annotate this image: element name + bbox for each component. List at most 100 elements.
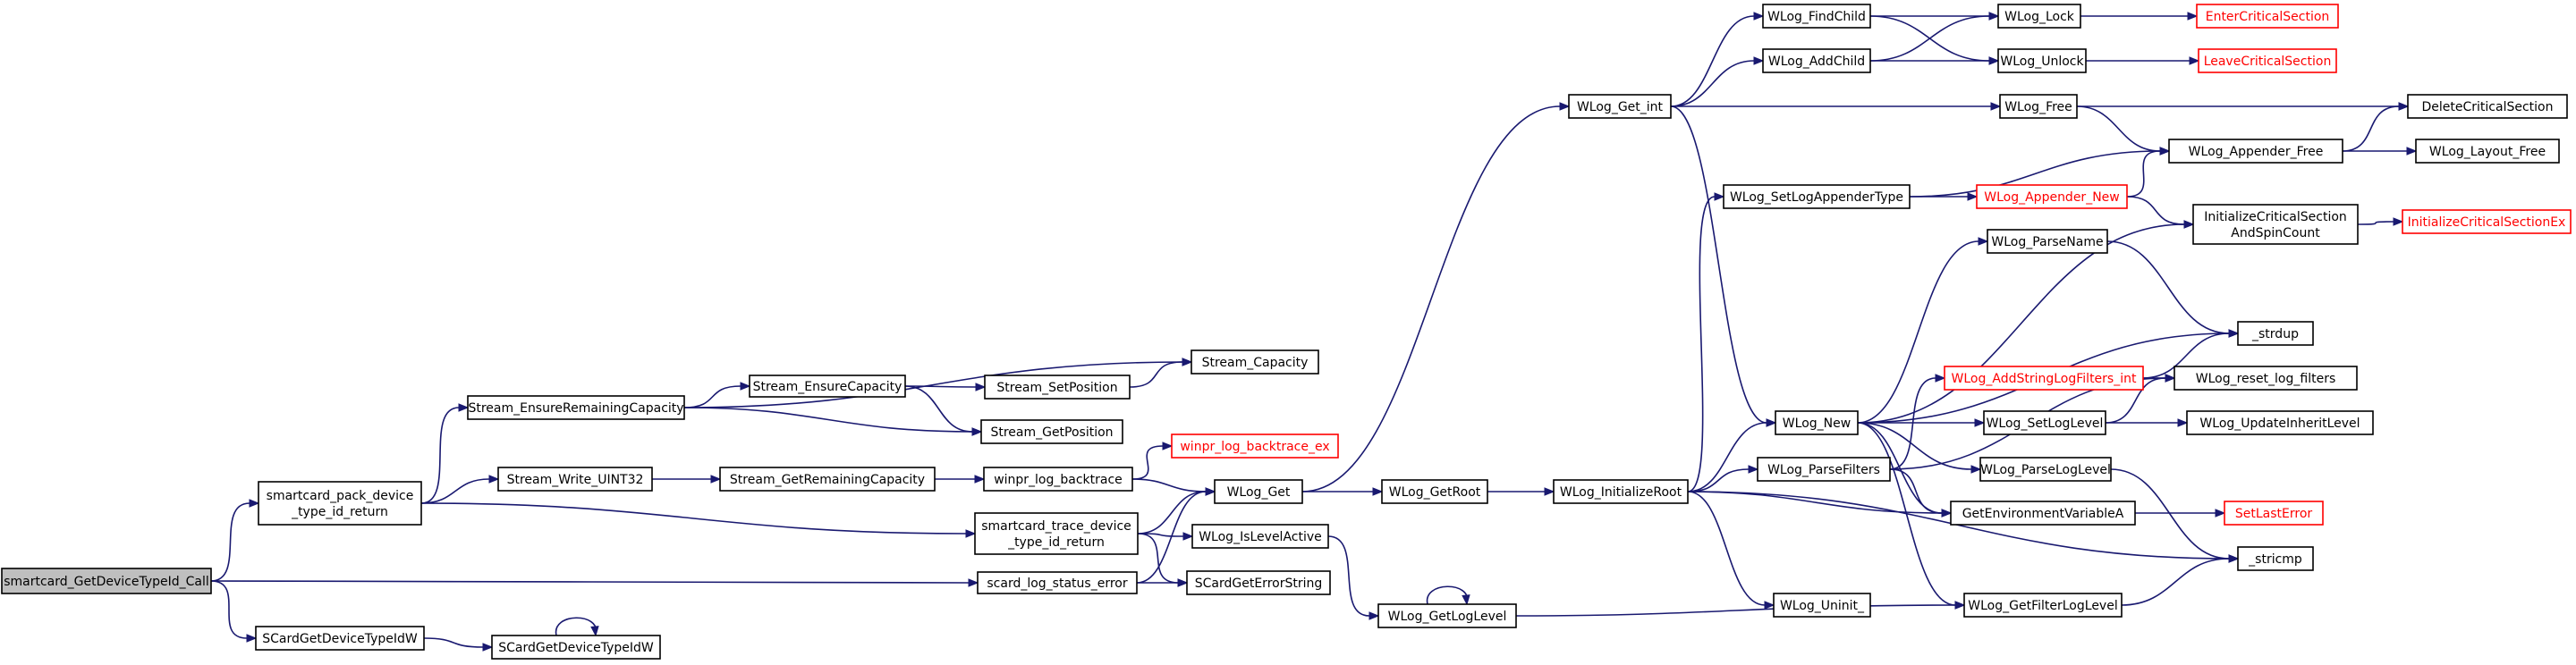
edge-arrowhead [1764,601,1775,610]
edge-line [210,580,970,584]
node-swu32[interactable]: Stream_Write_UINT32 [497,467,653,492]
node-label: WLog_SetLogAppenderType [1730,190,1903,205]
node-serc[interactable]: Stream_EnsureRemainingCapacity [467,395,685,420]
edge-arrowhead [1978,237,1989,246]
node-wlbt[interactable]: winpr_log_backtrace [983,467,1133,492]
node-box [1950,501,2136,526]
node-root[interactable]: smartcard_GetDeviceTypeId_Call [1,568,212,594]
node-label: smartcard_trace_device [981,519,1131,534]
edge-line [1327,535,1370,617]
node-label: WLog_New [1783,417,1851,431]
node-slse[interactable]: scard_log_status_error [977,571,1138,594]
node-label: WLog_ParseFilters [1767,463,1880,477]
node-strdup[interactable]: _strdup [2237,321,2314,346]
node-sgrc[interactable]: Stream_GetRemainingCapacity [719,467,936,492]
edge-line [1129,361,1183,388]
node-box [2407,94,2568,119]
node-wlinitroot[interactable]: WLog_InitializeRoot [1553,479,1689,504]
edge-arrowhead [971,427,983,436]
node-wlaslf[interactable]: WLog_AddStringLogFilters_int [1944,366,2144,391]
node-label: DeleteCriticalSection [2422,100,2554,114]
node-box [1944,366,2144,391]
node-scap[interactable]: Stream_Capacity [1191,349,1319,375]
edge-line [1857,223,2185,424]
node-wlrlf[interactable]: WLog_reset_log_filters [2174,366,2358,391]
node-box [1191,524,1329,549]
node-wlan[interactable]: WLog_Appender_New [1976,184,2128,209]
node-label: WLog_GetLogLevel [1388,610,1507,624]
edge-arrowhead [965,529,977,538]
call-edges [210,12,2418,652]
node-wlgetint[interactable]: WLog_Get_int [1568,94,1672,119]
node-label: WLog_IsLevelActive [1199,530,1322,544]
node-icsex[interactable]: InitializeCriticalSectionEx [2402,209,2572,234]
node-sgp[interactable]: Stream_GetPosition [980,419,1123,444]
edge-wladdchild-to-wlunlock [1870,56,2000,65]
node-scgdti2[interactable]: SCardGetDeviceTypeIdW [491,635,661,660]
node-scges[interactable]: SCardGetErrorString [1186,570,1331,595]
node-ecs[interactable]: EnterCriticalSection [2196,4,2339,29]
edge-arrowhead [458,403,470,412]
node-label: WLog_Layout_Free [2429,145,2546,159]
node-wlaf[interactable]: WLog_Appender_Free [2168,139,2343,164]
edge-line [1687,491,1766,606]
node-wlgetroot[interactable]: WLog_GetRoot [1381,479,1488,504]
edge-wlgfl-to-stricmp [2121,554,2240,606]
edge-arrowhead [1372,487,1384,496]
edge-wlslat-to-wlan [1910,192,1979,201]
node-wladdchild[interactable]: WLog_AddChild [1762,48,1871,73]
node-stricmp[interactable]: _stricmp [2237,546,2314,571]
node-wllock[interactable]: WLog_Lock [1997,4,2081,29]
node-ssp[interactable]: Stream_SetPosition [984,375,1131,400]
node-dcs[interactable]: DeleteCriticalSection [2407,94,2568,119]
node-wllf[interactable]: WLog_Layout_Free [2415,139,2560,164]
edge-arrowhead [2398,102,2410,111]
node-label: winpr_log_backtrace_ex [1180,440,1329,454]
edge-wlgetint-to-wlfree [1671,102,2002,111]
node-wlpn[interactable]: WLog_ParseName [1987,229,2108,254]
node-box [749,375,906,398]
node-gev[interactable]: GetEnvironmentVariableA [1950,501,2136,526]
node-box [1,568,212,594]
node-wlgll[interactable]: WLog_GetLogLevel [1377,603,1517,628]
edge-wlbt-to-wlget [1131,478,1216,496]
node-box [1976,184,2128,209]
node-wlila[interactable]: WLog_IsLevelActive [1191,524,1329,549]
node-scgdti1[interactable]: SCardGetDeviceTypeIdW [255,626,425,651]
edge-line [1515,604,1956,617]
node-packret[interactable]: smartcard_pack_device_type_id_return [258,481,422,526]
edge-wlfree-to-wlaf [2076,105,2171,156]
edge-line [2142,332,2230,379]
edge-line [1427,585,1468,605]
node-wlfindchild[interactable]: WLog_FindChild [1762,4,1871,29]
node-wlgfl[interactable]: WLog_GetFilterLogLevel [1963,593,2123,618]
node-wlfree[interactable]: WLog_Free [1999,94,2078,119]
node-wlget[interactable]: WLog_Get [1214,479,1303,504]
node-wluninit[interactable]: WLog_Uninit_ [1773,593,1871,618]
node-box [1775,410,1859,435]
node-label: InitializeCriticalSection [2204,210,2347,224]
edge-scgdti1-to-scgdti2 [423,637,494,652]
node-wlslat[interactable]: WLog_SetLogAppenderType [1723,184,1911,209]
node-box [2192,204,2359,245]
node-sle[interactable]: SetLastError [2224,501,2324,526]
edge-arrowhead [1368,611,1380,620]
node-box [2402,209,2572,234]
node-wluil[interactable]: WLog_UpdateInheritLevel [2186,410,2374,435]
node-wlpf[interactable]: WLog_ParseFilters [1757,457,1891,482]
node-strace[interactable]: smartcard_trace_device_type_id_return [974,512,1139,555]
node-wlbtex[interactable]: winpr_log_backtrace_ex [1171,434,1339,459]
node-sec[interactable]: Stream_EnsureCapacity [749,375,906,398]
edge-line [423,637,484,648]
node-wlsll[interactable]: WLog_SetLogLevel [1983,410,2106,435]
edge-arrowhead [1462,594,1470,606]
edge-wlgetint-to-wlfindchild [1670,12,1765,107]
node-lcs[interactable]: LeaveCriticalSection [2198,48,2337,73]
edge-packret-to-strace [420,502,977,538]
node-wlunlock[interactable]: WLog_Unlock [1997,48,2087,73]
node-wlnew[interactable]: WLog_New [1775,410,1859,435]
edge-wlpn-to-strdup [2106,240,2240,338]
edge-swu32-to-sgrc [652,475,722,484]
node-wlpll[interactable]: WLog_ParseLogLevel [1979,457,2112,482]
